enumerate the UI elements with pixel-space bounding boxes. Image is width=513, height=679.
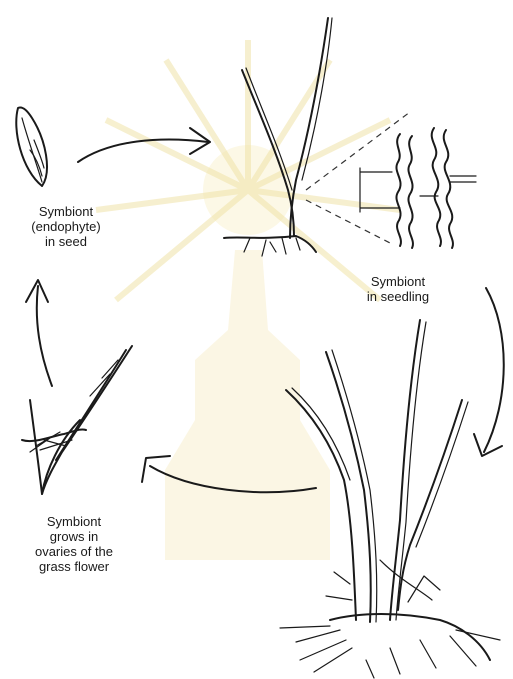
seed-illustration (16, 107, 47, 186)
arrow-seed-to-seedling (78, 128, 210, 162)
magnified-hyphae-detail (360, 128, 476, 248)
label-symbiont-in-seedling: Symbiont in seedling (348, 274, 448, 304)
label-symbiont-in-flower: Symbiont grows in ovaries of the grass f… (14, 514, 134, 574)
label-flower-line-1: Symbiont (14, 514, 134, 529)
magnification-lines (306, 112, 410, 244)
arrow-seedling-to-plant (474, 288, 504, 456)
label-seed-line-1: Symbiont (16, 204, 116, 219)
arrow-flower-to-seed (26, 280, 52, 386)
label-seed-line-3: in seed (16, 234, 116, 249)
label-seedling-line-2: in seedling (348, 289, 448, 304)
label-symbiont-in-seed: Symbiont (endophyte) in seed (16, 204, 116, 249)
label-seedling-line-1: Symbiont (348, 274, 448, 289)
grass-flower-illustration (22, 346, 132, 494)
label-flower-line-2: grows in (14, 529, 134, 544)
label-flower-line-4: grass flower (14, 559, 134, 574)
label-seed-line-2: (endophyte) (16, 219, 116, 234)
label-flower-line-3: ovaries of the (14, 544, 134, 559)
